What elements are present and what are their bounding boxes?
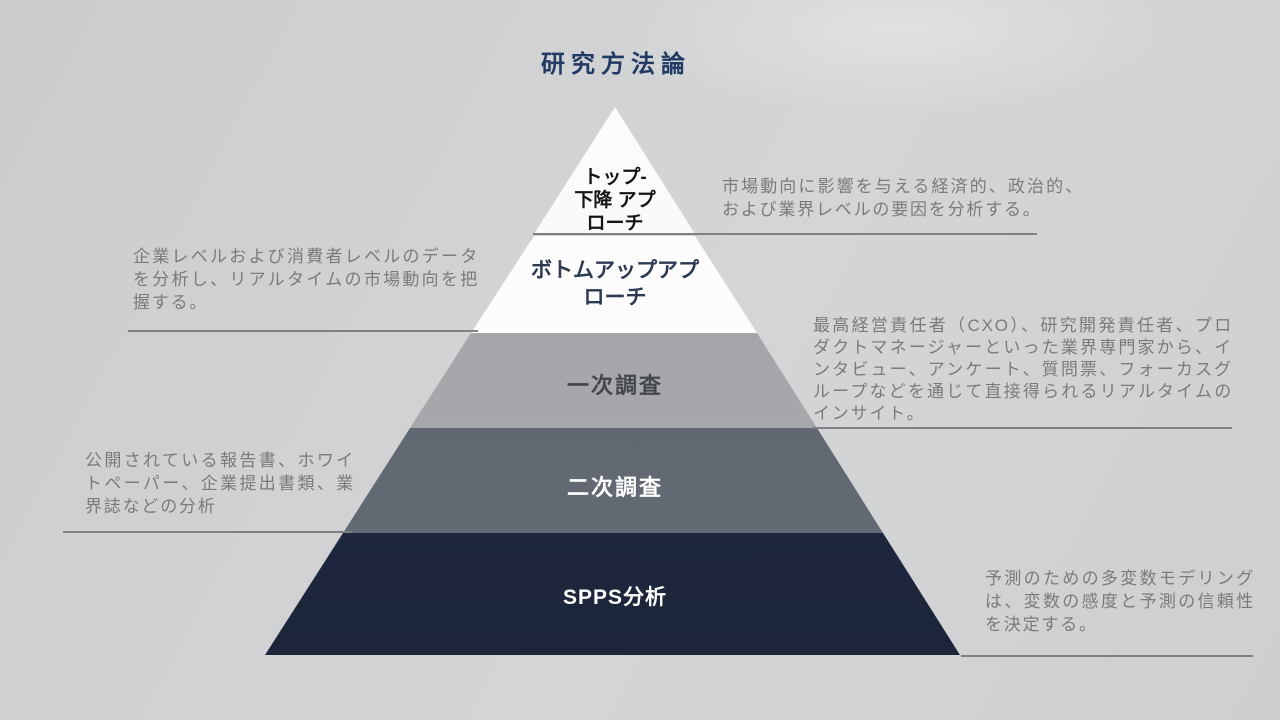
annotation-primary-research-description: 最高経営責任者（CXO）、研究開発責任者、プロダクトマネージャーといった業界専門… bbox=[813, 316, 1233, 423]
annotation-bottom-up-description: 企業レベルおよび消費者レベルのデータを分析し、リアルタイムの市場動向を把握する。 bbox=[133, 247, 479, 312]
connector-line-secondary-research bbox=[63, 531, 352, 533]
pyramid-level-primary-research bbox=[410, 333, 817, 428]
connector-line-bottom-up bbox=[128, 330, 478, 332]
annotation-top-down-description: 市場動向に影響を与える経済的、政治的、および業界レベルの要因を分析する。 bbox=[722, 177, 1084, 219]
connector-line-top-down bbox=[533, 233, 1037, 235]
page-title: 研究方法論 bbox=[541, 51, 691, 79]
connector-line-spss-analysis bbox=[961, 655, 1253, 657]
pyramid-label-top-down: トップ- 下降 アプ ローチ bbox=[574, 167, 656, 234]
pyramid-label-bottom-up: ボトムアップアプ ローチ bbox=[531, 259, 699, 309]
methodology-pyramid: トップ- 下降 アプ ローチ ボトムアップアプ ローチ 一次調査 二次調査 SP… bbox=[265, 107, 960, 655]
pyramid-label-primary-research: 一次調査 bbox=[566, 373, 663, 398]
pyramid-level-spss-analysis bbox=[265, 533, 960, 655]
pyramid-label-secondary-research: 二次調査 bbox=[566, 475, 663, 500]
pyramid-label-spss-analysis: SPPS分析 bbox=[562, 586, 668, 609]
annotation-secondary-research-description: 公開されている報告書、ホワイトペーパー、企業提出書類、業界誌などの分析 bbox=[85, 451, 355, 516]
connector-line-primary-research bbox=[812, 427, 1232, 429]
annotation-spss-description: 予測のための多変数モデリングは、変数の感度と予測の信頼性を決定する。 bbox=[985, 569, 1255, 634]
pyramid-level-secondary-research bbox=[343, 428, 883, 533]
